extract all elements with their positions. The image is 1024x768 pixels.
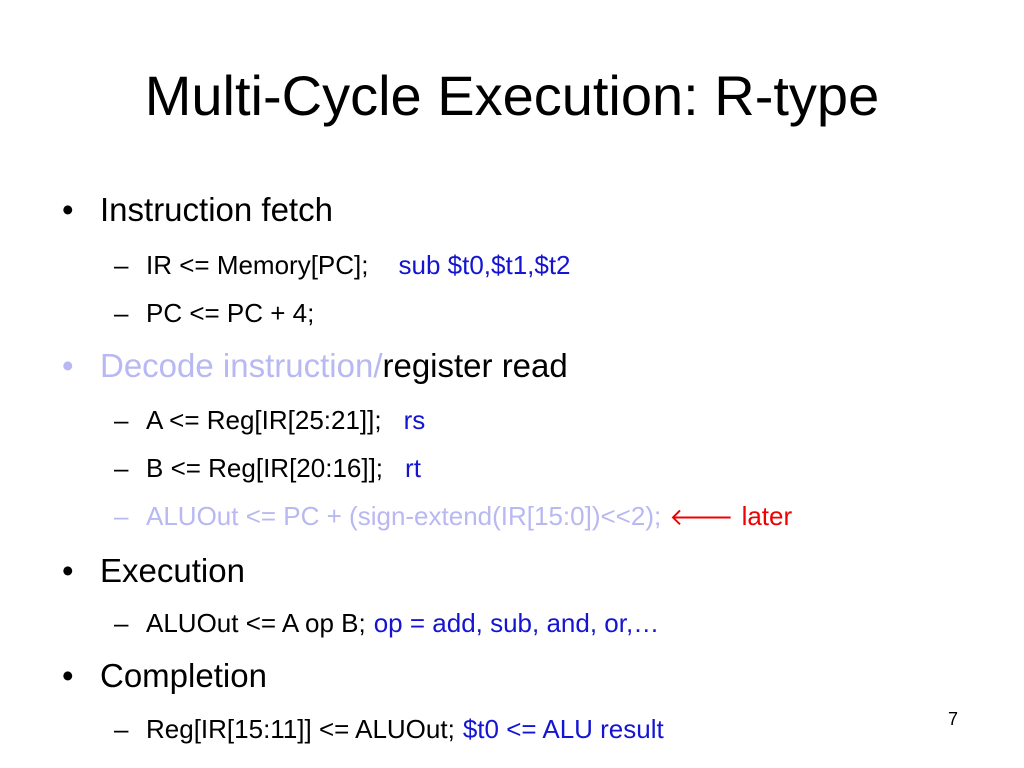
- page-number: 7: [948, 709, 959, 729]
- bullet-icon: •: [62, 657, 74, 694]
- sub-bullet-text: IR <= Memory[PC];: [146, 250, 369, 280]
- bullet-icon: •: [62, 347, 74, 384]
- bullet-instruction-fetch: • Instruction fetch: [62, 190, 333, 230]
- sub-bullet-note: sub $t0,$t1,$t2: [398, 250, 571, 280]
- sub-bullet-reg-a: –A <= Reg[IR[25:21]]; rs: [114, 404, 425, 436]
- sub-bullet-ir-fetch: –IR <= Memory[PC]; sub $t0,$t1,$t2: [114, 249, 571, 281]
- dash-icon: –: [114, 501, 129, 531]
- bullet-completion: • Completion: [62, 656, 267, 696]
- sub-bullet-note: later: [741, 501, 793, 531]
- bullet-icon: •: [62, 191, 74, 228]
- sub-bullet-text: A <= Reg[IR[25:21]];: [146, 405, 382, 435]
- sub-bullet-text: PC <= PC + 4;: [146, 298, 315, 328]
- sub-bullet-writeback: –Reg[IR[15:11]] <= ALUOut;$t0 <= ALU res…: [114, 713, 664, 745]
- bullet-execution: • Execution: [62, 551, 245, 591]
- dash-icon: –: [114, 714, 129, 744]
- sub-bullet-text: Reg[IR[15:11]] <= ALUOut;: [146, 714, 455, 744]
- dash-icon: –: [114, 298, 129, 328]
- bullet-text: Execution: [100, 552, 245, 589]
- bullet-text: Completion: [100, 657, 267, 694]
- sub-bullet-text: B <= Reg[IR[20:16]];: [146, 453, 384, 483]
- sub-bullet-note: rs: [403, 405, 426, 435]
- dash-icon: –: [114, 453, 129, 483]
- sub-bullet-note: op = add, sub, and, or,…: [373, 608, 660, 638]
- slide-title: Multi-Cycle Execution: R-type: [144, 64, 880, 127]
- dash-icon: –: [114, 608, 129, 638]
- sub-bullet-pc-increment: –PC <= PC + 4;: [114, 297, 314, 329]
- dash-icon: –: [114, 405, 129, 435]
- sub-bullet-aluout-branch: –ALUOut <= PC + (sign-extend(IR[15:0])<<…: [114, 500, 792, 533]
- bullet-text: register read: [382, 347, 568, 384]
- sub-bullet-alu-op: –ALUOut <= A op B;op = add, sub, and, or…: [114, 607, 659, 639]
- sub-bullet-note: $t0 <= ALU result: [462, 714, 664, 744]
- bullet-text: Instruction fetch: [100, 191, 333, 228]
- bullet-icon: •: [62, 552, 74, 589]
- bullet-text-faded: Decode instruction/: [100, 347, 383, 384]
- sub-bullet-note: rt: [405, 453, 421, 483]
- left-arrow-icon: 🡐: [669, 503, 734, 531]
- sub-bullet-text: ALUOut <= PC + (sign-extend(IR[15:0])<<2…: [146, 501, 662, 531]
- sub-bullet-text: ALUOut <= A op B;: [146, 608, 366, 638]
- sub-bullet-reg-b: –B <= Reg[IR[20:16]]; rt: [114, 452, 421, 484]
- bullet-decode-register-read: • Decode instruction/register read: [62, 346, 568, 386]
- dash-icon: –: [114, 250, 129, 280]
